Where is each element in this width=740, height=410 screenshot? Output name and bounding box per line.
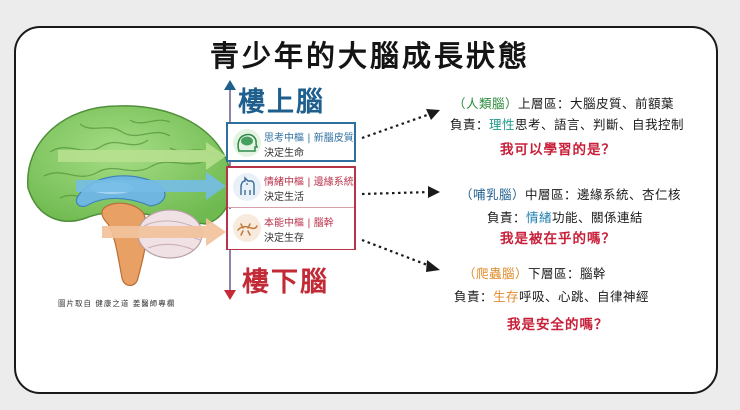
cortex-folds [43, 119, 213, 200]
arrow-upper [58, 142, 226, 170]
upper-duty-line: 負責：理性思考、語言、判斷、自我控制 [450, 117, 685, 132]
lizard-icon [233, 214, 261, 242]
middle-duty-line: 負責：情緒功能、關係連結 [487, 210, 644, 225]
thinking-center-sub: 決定生命 [264, 148, 304, 159]
arrow-middle [76, 172, 226, 200]
dotted-arrow-middle [361, 190, 431, 196]
lower-desc-line: （爬蟲腦）下層區：腦幹 [463, 266, 607, 281]
lower-duty-line: 負責：生存呼吸、心跳、自律神經 [454, 289, 650, 304]
upper-desc-line: （人類腦）上層區：大腦皮質、前額葉 [453, 96, 675, 111]
lower-brain-label: 樓下腦 [242, 267, 329, 298]
thinking-center-title: 思考中樞 | 新腦皮質 [264, 133, 354, 144]
emotion-center-box: 情緒中樞 | 邊緣系統 決定生活 [228, 168, 354, 208]
upper-question: 我可以學習的是？ [500, 142, 616, 158]
instinct-center-box: 本能中樞 | 腦幹 決定生存 [228, 209, 354, 249]
emotion-center-sub: 決定生活 [264, 192, 304, 203]
upper-brain-label: 樓上腦 [238, 87, 325, 118]
middle-question: 我是被在乎的嗎？ [500, 231, 616, 247]
brainstem-shape [101, 202, 148, 287]
dotted-arrow-lower [361, 238, 431, 268]
arrow-lower [102, 218, 226, 246]
thinking-center-box: 思考中樞 | 新腦皮質 決定生命 [226, 122, 356, 162]
image-credit: 圖片取自 健康之道 姜醫師專欄 [58, 299, 176, 308]
lower-brain-bracket [226, 166, 356, 250]
dotted-arrow-upper [361, 112, 431, 140]
brain-head-icon [233, 129, 261, 157]
diagram-title: 青少年的大腦成長狀態 [209, 39, 530, 73]
lower-question: 我是安全的嗎？ [507, 317, 609, 333]
dog-icon [233, 173, 261, 201]
emotion-center-title: 情緒中樞 | 邊緣系統 [264, 177, 354, 188]
instinct-center-sub: 決定生存 [264, 233, 304, 244]
middle-desc-line: （哺乳腦）中層區：邊緣系統、杏仁核 [460, 187, 682, 202]
instinct-center-title: 本能中樞 | 腦幹 [264, 218, 334, 229]
dotted-arrows [361, 109, 440, 272]
brain-illustration [27, 105, 233, 287]
